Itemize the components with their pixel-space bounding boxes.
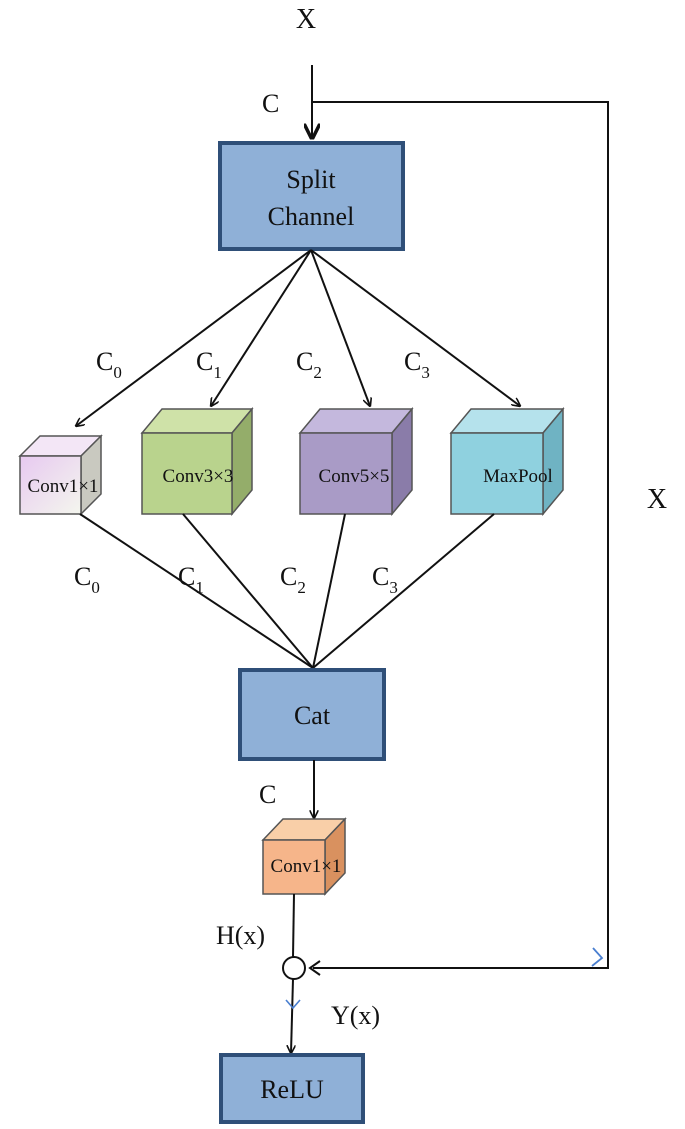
conv3-to-cat-line bbox=[182, 513, 314, 669]
branch-in-sub-3: 3 bbox=[421, 363, 430, 382]
channel-in-label: C bbox=[262, 89, 279, 118]
branch-in-label-1: C1 bbox=[196, 347, 222, 382]
maxpool-cube: MaxPool bbox=[449, 406, 565, 517]
maxpool-to-cat-line bbox=[312, 513, 495, 669]
maxpool-label: MaxPool bbox=[483, 466, 553, 487]
cat-label: Cat bbox=[294, 701, 331, 730]
conv1-to-cat-line bbox=[79, 513, 314, 669]
conv5-to-cat-line bbox=[312, 513, 346, 669]
skip-x-label: X bbox=[647, 484, 667, 515]
split-to-conv5-arrow bbox=[310, 249, 370, 406]
conv1x1-top-cube: Conv1×1 bbox=[18, 434, 103, 516]
branch-in-label-0: C0 bbox=[96, 347, 122, 382]
hx-label: H(x) bbox=[216, 921, 265, 950]
add-node-icon bbox=[282, 956, 306, 980]
add-to-relu-arrow bbox=[291, 978, 293, 1053]
skip-arrowhead bbox=[308, 960, 321, 976]
relu-block bbox=[219, 1053, 365, 1124]
branch-out-sub-2: 2 bbox=[297, 578, 306, 597]
branch-in-base-1: C bbox=[196, 347, 213, 376]
branch-out-base-1: C bbox=[178, 562, 195, 591]
branch-in-sub-1: 1 bbox=[213, 363, 222, 382]
conv1x1-bottom-cube: Conv1×1 bbox=[261, 817, 347, 896]
branch-out-label-1: C1 bbox=[178, 562, 204, 597]
skip-connection-line bbox=[312, 101, 609, 969]
conv1-to-add-line bbox=[292, 893, 295, 958]
branch-in-label-2: C2 bbox=[296, 347, 322, 382]
branch-out-sub-3: 3 bbox=[389, 578, 398, 597]
branch-out-sub-0: 0 bbox=[91, 578, 100, 597]
conv3x3-label: Conv3×3 bbox=[163, 466, 234, 487]
branch-in-base-3: C bbox=[404, 347, 421, 376]
branch-out-base-3: C bbox=[372, 562, 389, 591]
branch-in-sub-2: 2 bbox=[313, 363, 322, 382]
input-x-label: X bbox=[296, 4, 316, 35]
channel-after-cat-label: C bbox=[259, 780, 276, 809]
branch-in-sub-0: 0 bbox=[113, 363, 122, 382]
branch-out-label-0: C0 bbox=[74, 562, 100, 597]
skip-arrow-marker bbox=[591, 947, 604, 967]
conv1x1-top-label: Conv1×1 bbox=[28, 476, 99, 497]
conv5x5-cube: Conv5×5 bbox=[298, 406, 414, 517]
branch-out-label-2: C2 bbox=[280, 562, 306, 597]
split-channel-block bbox=[218, 141, 405, 251]
conv1x1-bottom-label: Conv1×1 bbox=[271, 856, 342, 877]
branch-out-base-2: C bbox=[280, 562, 297, 591]
split-label-line1: Split bbox=[286, 165, 336, 194]
split-to-maxpool-arrow bbox=[310, 249, 520, 406]
cat-block bbox=[238, 668, 386, 761]
output-arrow-marker bbox=[285, 999, 301, 1010]
relu-label: ReLU bbox=[260, 1075, 324, 1104]
yx-label: Y(x) bbox=[331, 1001, 380, 1030]
branch-out-label-3: C3 bbox=[372, 562, 398, 597]
branch-in-label-3: C3 bbox=[404, 347, 430, 382]
conv5x5-label: Conv5×5 bbox=[319, 466, 390, 487]
split-label-line2: Channel bbox=[268, 202, 355, 231]
conv3x3-cube: Conv3×3 bbox=[140, 406, 254, 517]
split-to-conv3-arrow bbox=[211, 249, 312, 406]
branch-in-base-0: C bbox=[96, 347, 113, 376]
branch-in-base-2: C bbox=[296, 347, 313, 376]
branch-out-sub-1: 1 bbox=[195, 578, 204, 597]
split-to-conv1-arrow bbox=[76, 249, 312, 426]
branch-out-base-0: C bbox=[74, 562, 91, 591]
